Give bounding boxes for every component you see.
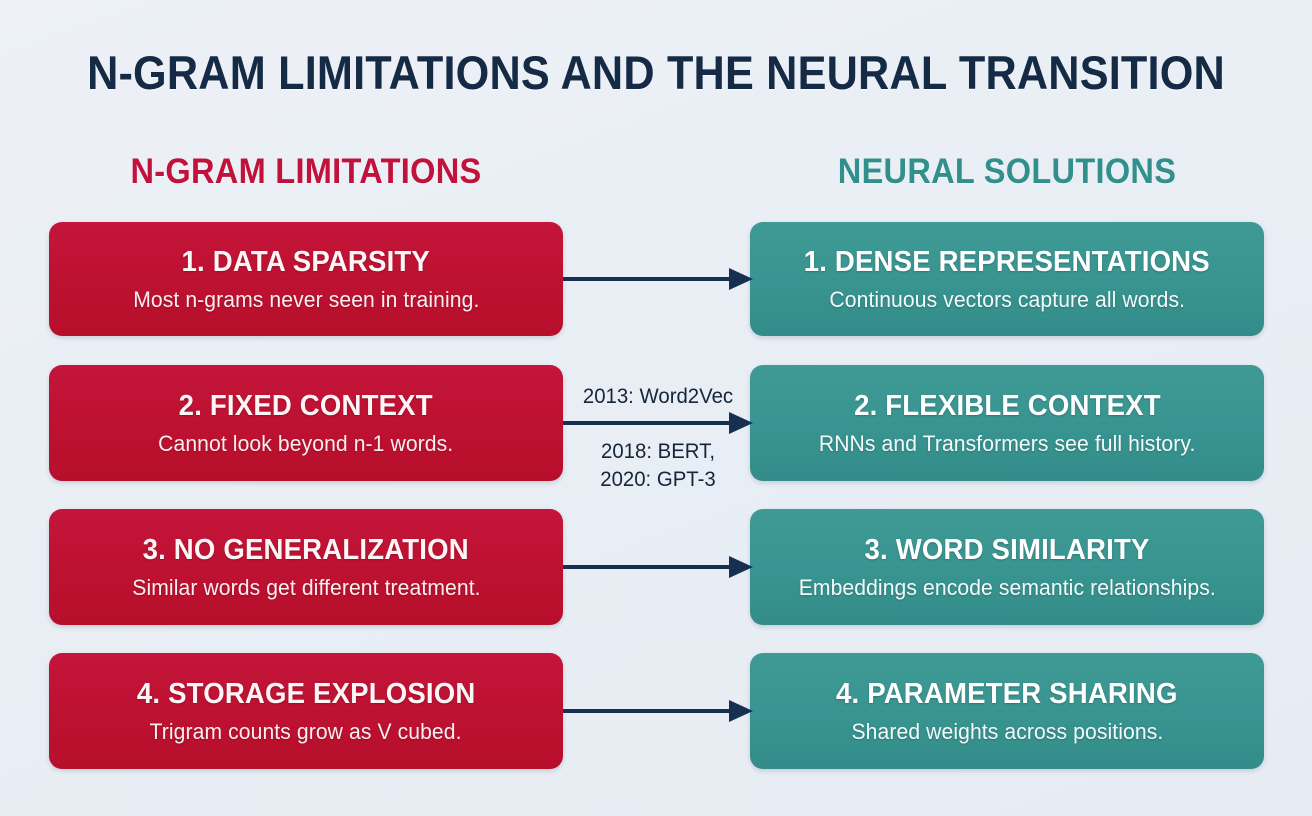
- arrow-right-icon-row4: [563, 698, 753, 724]
- limitation-card-4[interactable]: 4. STORAGE EXPLOSION Trigram counts grow…: [49, 653, 563, 769]
- solution-card-2-subtitle: RNNs and Transformers see full history.: [818, 431, 1196, 456]
- solution-card-4-title: 4. PARAMETER SHARING: [836, 678, 1178, 710]
- page-title: N-GRAM LIMITATIONS AND THE NEURAL TRANSI…: [87, 46, 1225, 99]
- column-heading-solutions: NEURAL SOLUTIONS: [837, 152, 1177, 191]
- timeline-annotation-below-line2: 2020: GPT-3: [600, 468, 716, 491]
- arrow-right-icon-row3: [563, 554, 753, 580]
- limitation-card-3-subtitle: Similar words get different treatment.: [131, 575, 481, 600]
- limitation-card-4-title: 4. STORAGE EXPLOSION: [136, 678, 476, 710]
- solution-card-1-subtitle: Continuous vectors capture all words.: [829, 287, 1185, 312]
- limitation-card-3-title: 3. NO GENERALIZATION: [142, 534, 470, 566]
- timeline-annotation-below-line1: 2018: BERT,: [600, 440, 716, 463]
- solution-card-4[interactable]: 4. PARAMETER SHARING Shared weights acro…: [750, 653, 1264, 769]
- solution-card-1[interactable]: 1. DENSE REPRESENTATIONS Continuous vect…: [750, 222, 1264, 336]
- timeline-annotation-below: 2018: BERT, 2020: GPT-3: [563, 438, 753, 494]
- column-heading-limitations: N-GRAM LIMITATIONS: [130, 152, 482, 191]
- solution-card-4-subtitle: Shared weights across positions.: [851, 719, 1163, 744]
- solution-card-2-title: 2. FLEXIBLE CONTEXT: [853, 390, 1161, 422]
- limitation-card-4-subtitle: Trigram counts grow as V cubed.: [149, 719, 463, 744]
- timeline-annotation-above: 2013: Word2Vec: [582, 385, 734, 408]
- arrow-right-icon-row1: [563, 266, 753, 292]
- limitation-card-2-title: 2. FIXED CONTEXT: [178, 390, 434, 422]
- arrow-right-icon-row2: [563, 410, 753, 436]
- limitation-card-1-title: 1. DATA SPARSITY: [181, 246, 431, 278]
- solution-card-1-title: 1. DENSE REPRESENTATIONS: [803, 246, 1211, 278]
- limitation-card-2-subtitle: Cannot look beyond n-1 words.: [158, 431, 454, 456]
- solution-card-2[interactable]: 2. FLEXIBLE CONTEXT RNNs and Transformer…: [750, 365, 1264, 481]
- solution-card-3-subtitle: Embeddings encode semantic relationships…: [798, 575, 1216, 600]
- limitation-card-3[interactable]: 3. NO GENERALIZATION Similar words get d…: [49, 509, 563, 625]
- solution-card-3-title: 3. WORD SIMILARITY: [864, 534, 1150, 566]
- limitation-card-1[interactable]: 1. DATA SPARSITY Most n-grams never seen…: [49, 222, 563, 336]
- limitation-card-1-subtitle: Most n-grams never seen in training.: [132, 287, 480, 312]
- solution-card-3[interactable]: 3. WORD SIMILARITY Embeddings encode sem…: [750, 509, 1264, 625]
- limitation-card-2[interactable]: 2. FIXED CONTEXT Cannot look beyond n-1 …: [49, 365, 563, 481]
